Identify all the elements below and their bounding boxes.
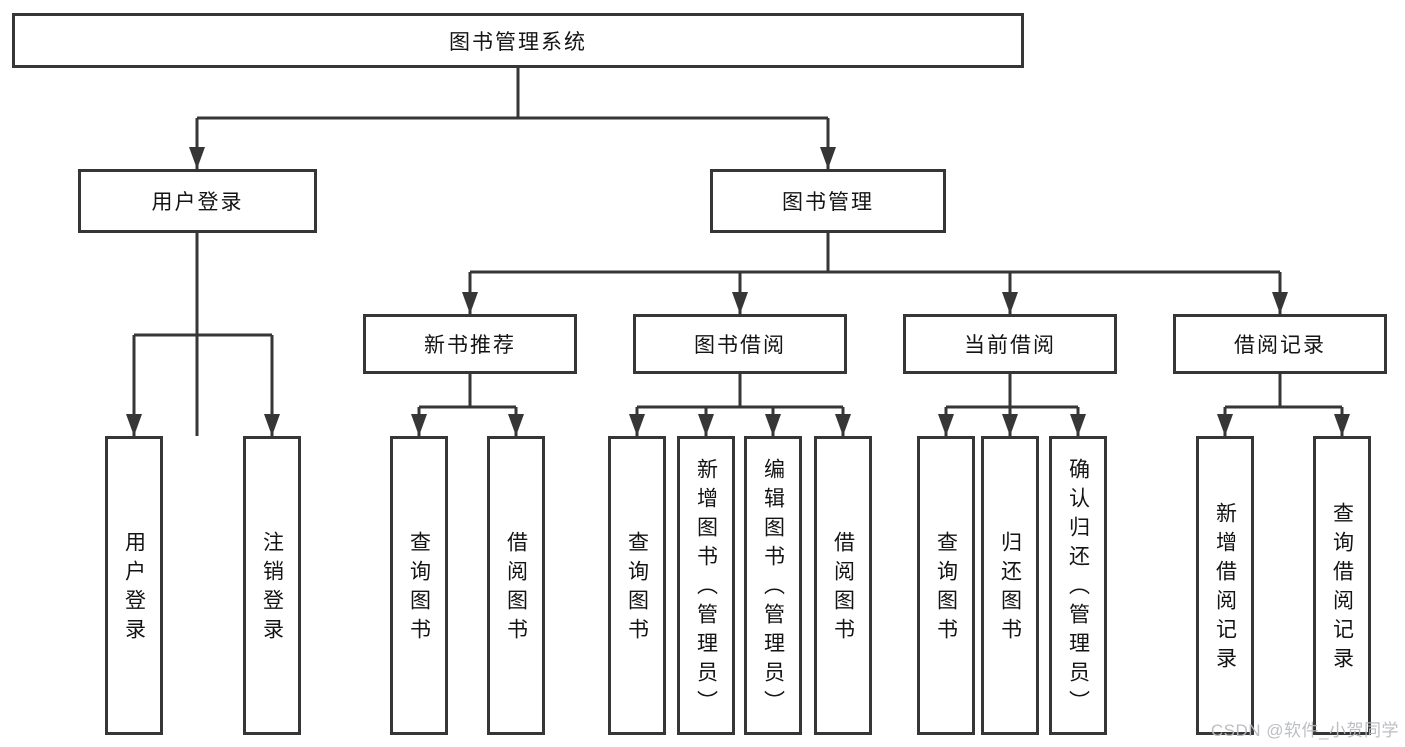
- edge-lines: [132, 68, 1344, 436]
- node-new-book-rec: 新书推荐: [363, 314, 577, 374]
- arrow-down-icon: [732, 292, 748, 314]
- node-root: 图书管理系统: [12, 13, 1024, 68]
- arrow-down-icon: [1002, 292, 1018, 314]
- edge-book-borrow-to-leaves: [635, 374, 845, 436]
- edge-user-login-to-leaves: [132, 233, 274, 436]
- edge-book-mgmt-to-level3: [468, 233, 1282, 314]
- arrow-down-icon: [629, 414, 645, 436]
- csdn-watermark: CSDN @软件_小贺同学: [1210, 721, 1399, 740]
- arrow-down-icon: [411, 414, 427, 436]
- arrow-down-icon: [1002, 414, 1018, 436]
- leaf-rec-query-book: 查询图书: [390, 436, 448, 735]
- arrow-down-icon: [1217, 414, 1233, 436]
- node-borrow-records: 借阅记录: [1173, 314, 1387, 374]
- arrow-down-icon: [508, 414, 524, 436]
- node-book-mgmt: 图书管理: [710, 169, 946, 233]
- leaf-rec-borrow-book: 借阅图书: [487, 436, 545, 735]
- leaf-br-add-record: 新增借阅记录: [1196, 436, 1254, 735]
- arrow-down-icon: [1334, 414, 1350, 436]
- leaf-user-login: 用户登录: [105, 436, 163, 735]
- leaf-logout: 注销登录: [243, 436, 301, 735]
- leaf-bb-edit-book: 编辑图书（管理员）: [744, 436, 802, 735]
- leaf-cb-query-book: 查询图书: [917, 436, 975, 735]
- edge-new-book-rec-to-leaves: [417, 374, 518, 436]
- arrow-down-icon: [765, 414, 781, 436]
- arrowheads: [126, 147, 1350, 436]
- leaf-br-query-record: 查询借阅记录: [1313, 436, 1371, 735]
- node-book-borrow: 图书借阅: [633, 314, 847, 374]
- leaf-bb-borrow-book: 借阅图书: [814, 436, 872, 735]
- arrow-down-icon: [126, 414, 142, 436]
- edge-borrow-records-to-leaves: [1223, 374, 1344, 436]
- arrow-down-icon: [1070, 414, 1086, 436]
- leaf-bb-query-book: 查询图书: [608, 436, 666, 735]
- node-user-login: 用户登录: [78, 169, 317, 233]
- leaf-cb-confirm-return: 确认归还（管理员）: [1049, 436, 1107, 735]
- arrow-down-icon: [264, 414, 280, 436]
- edge-root-to-level2: [195, 68, 830, 436]
- arrow-down-icon: [189, 147, 205, 169]
- node-current-borrow: 当前借阅: [903, 314, 1117, 374]
- leaf-bb-add-book: 新增图书（管理员）: [677, 436, 735, 735]
- arrow-down-icon: [462, 292, 478, 314]
- arrow-down-icon: [698, 414, 714, 436]
- leaf-cb-return-book: 归还图书: [981, 436, 1039, 735]
- arrow-down-icon: [938, 414, 954, 436]
- arrow-down-icon: [835, 414, 851, 436]
- arrow-down-icon: [1272, 292, 1288, 314]
- arrow-down-icon: [820, 147, 836, 169]
